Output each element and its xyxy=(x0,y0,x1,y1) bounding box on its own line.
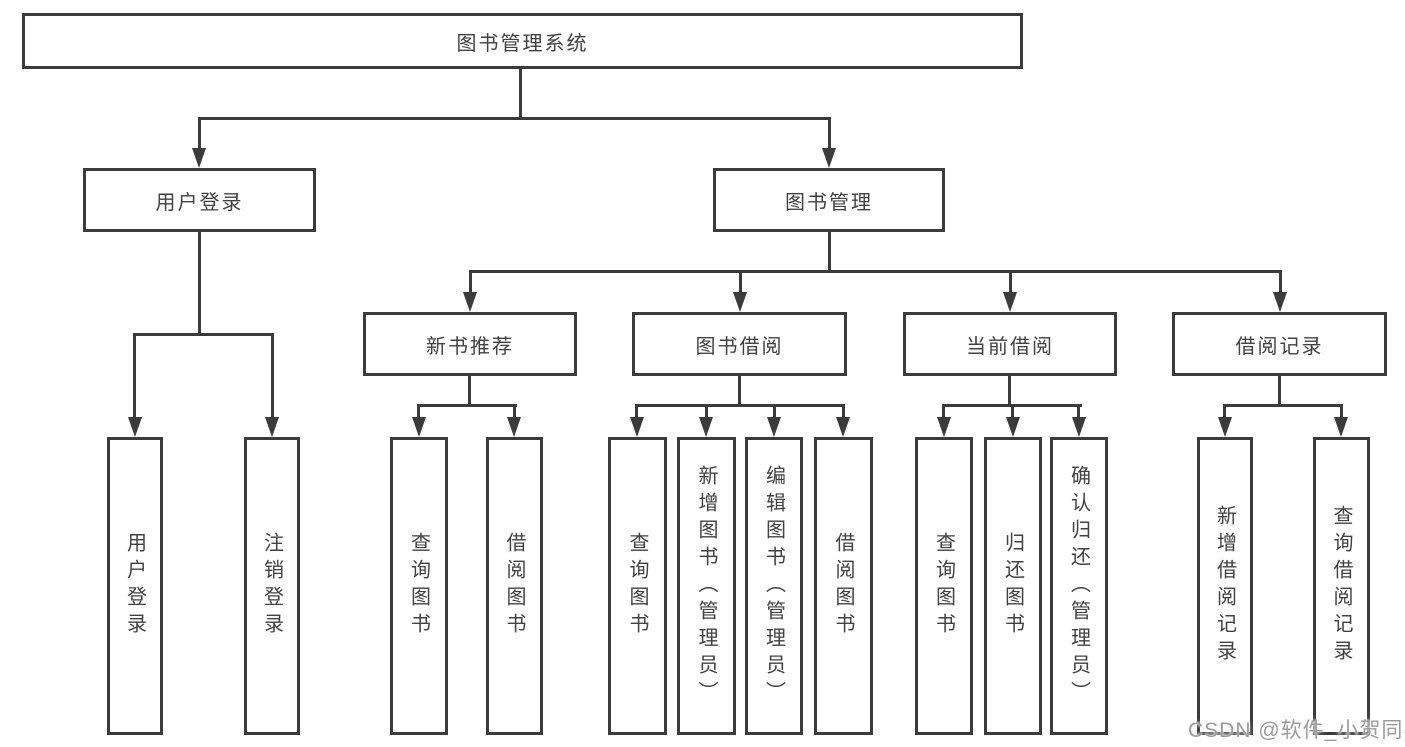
edge-user-login-rail xyxy=(133,333,274,336)
node-label: 新增借阅记录 xyxy=(1213,505,1236,667)
arrowhead-login-leaf xyxy=(128,417,142,437)
edge-drop-return-book xyxy=(1011,404,1014,420)
edge-drop-borrow-book-1 xyxy=(513,404,516,420)
node-leaf-query-book-recommend: 查询图书 xyxy=(390,437,448,735)
node-label: 查询图书 xyxy=(407,532,430,640)
arrowhead-query-book-1 xyxy=(412,417,426,437)
arrowhead-query-borrow-record xyxy=(1334,417,1348,437)
edge-drop-book-management xyxy=(828,117,831,151)
edge-drop-query-book-2 xyxy=(635,404,638,420)
node-book-management: 图书管理 xyxy=(713,168,945,232)
csdn-watermark: CSDN @软件_小贺同学 xyxy=(1188,719,1405,742)
node-leaf-logout: 注销登录 xyxy=(244,437,300,735)
arrowhead-query-book-2 xyxy=(630,417,644,437)
node-new-book-recommend: 新书推荐 xyxy=(363,312,577,376)
node-leaf-query-borrow-record: 查询借阅记录 xyxy=(1313,437,1370,735)
edge-new-book-recommend-trunk xyxy=(468,376,471,406)
edge-borrow-records-trunk xyxy=(1278,376,1281,406)
node-label: 新书推荐 xyxy=(426,335,514,358)
node-label: 查询图书 xyxy=(626,532,648,640)
arrowhead-logout-leaf xyxy=(265,417,279,437)
node-library-management-system: 图书管理系统 xyxy=(22,13,1023,69)
node-leaf-borrow-book: 借阅图书 xyxy=(814,437,873,735)
edge-borrow-records-rail xyxy=(1223,404,1343,407)
arrowhead-borrow-book-1 xyxy=(507,417,521,437)
edge-drop-borrow-records xyxy=(1279,270,1282,294)
node-leaf-confirm-return-admin: 确认归还（管理员） xyxy=(1050,437,1108,735)
node-label: 查询图书 xyxy=(932,532,955,640)
edge-drop-logout-leaf xyxy=(271,333,274,419)
arrowhead-borrow-book-2 xyxy=(836,417,850,437)
node-label: 借阅记录 xyxy=(1235,335,1324,358)
edge-drop-add-book xyxy=(705,404,708,420)
arrowhead-new-book-recommend xyxy=(463,292,477,312)
arrowhead-user-login xyxy=(192,148,206,168)
node-label: 用户登录 xyxy=(123,532,146,640)
node-label: 确认归还（管理员） xyxy=(1067,464,1090,708)
arrowhead-current-borrow xyxy=(1003,292,1017,312)
edge-drop-add-borrow-record xyxy=(1223,404,1226,420)
arrowhead-add-book xyxy=(699,417,713,437)
edge-root-trunk xyxy=(519,69,522,118)
edge-drop-user-login xyxy=(198,117,201,151)
edge-book-management-trunk xyxy=(828,232,831,273)
node-label: 图书管理 xyxy=(785,191,873,214)
edge-drop-confirm-return xyxy=(1077,404,1080,420)
arrowhead-query-book-3 xyxy=(937,417,951,437)
node-borrow-records: 借阅记录 xyxy=(1172,312,1387,376)
node-user-login: 用户登录 xyxy=(83,168,316,232)
arrowhead-edit-book xyxy=(767,417,781,437)
arrowhead-confirm-return xyxy=(1072,417,1086,437)
node-leaf-query-book-current: 查询图书 xyxy=(915,437,973,735)
edge-drop-query-book-1 xyxy=(417,404,420,420)
arrowhead-borrow-records xyxy=(1273,292,1287,312)
edge-level3-rail xyxy=(469,270,1282,273)
node-label: 当前借阅 xyxy=(966,335,1054,358)
arrowhead-book-management xyxy=(822,148,836,168)
node-label: 借阅图书 xyxy=(832,532,854,640)
edge-drop-login-leaf xyxy=(133,333,136,419)
node-label: 用户登录 xyxy=(155,191,244,214)
node-leaf-borrow-book-recommend: 借阅图书 xyxy=(486,437,543,735)
edge-book-borrow-rail xyxy=(635,404,845,407)
edge-drop-query-borrow-record xyxy=(1340,404,1343,420)
edge-user-login-trunk xyxy=(198,232,201,335)
edge-drop-query-book-3 xyxy=(942,404,945,420)
node-leaf-user-login: 用户登录 xyxy=(107,437,163,735)
edge-drop-borrow-book-2 xyxy=(842,404,845,420)
edge-current-borrow-trunk xyxy=(1008,376,1011,406)
node-label: 编辑图书（管理员） xyxy=(762,464,785,708)
arrowhead-add-borrow-record xyxy=(1218,417,1232,437)
edge-new-book-recommend-rail xyxy=(417,404,517,407)
node-leaf-return-book: 归还图书 xyxy=(984,437,1042,735)
node-current-borrow: 当前借阅 xyxy=(903,312,1117,376)
node-book-borrow: 图书借阅 xyxy=(632,312,847,376)
node-leaf-edit-book-admin: 编辑图书（管理员） xyxy=(745,437,803,735)
node-label: 借阅图书 xyxy=(503,532,525,640)
node-label: 新增图书（管理员） xyxy=(695,464,717,708)
edge-level2-rail xyxy=(198,117,831,120)
node-label: 查询借阅记录 xyxy=(1330,505,1352,667)
node-label: 图书管理系统 xyxy=(456,32,589,55)
node-label: 注销登录 xyxy=(260,532,283,640)
edge-book-borrow-trunk xyxy=(738,376,741,406)
node-label: 图书借阅 xyxy=(695,335,784,358)
node-leaf-add-book-admin: 新增图书（管理员） xyxy=(677,437,736,735)
arrowhead-return-book xyxy=(1006,417,1020,437)
edge-drop-current-borrow xyxy=(1009,270,1012,294)
node-leaf-query-book-borrow: 查询图书 xyxy=(608,437,667,735)
arrowhead-book-borrow xyxy=(733,292,747,312)
edge-drop-book-borrow xyxy=(739,270,742,294)
edge-drop-edit-book xyxy=(773,404,776,420)
edge-drop-new-book-recommend xyxy=(469,270,472,294)
node-label: 归还图书 xyxy=(1001,532,1024,640)
node-leaf-add-borrow-record: 新增借阅记录 xyxy=(1197,437,1253,735)
